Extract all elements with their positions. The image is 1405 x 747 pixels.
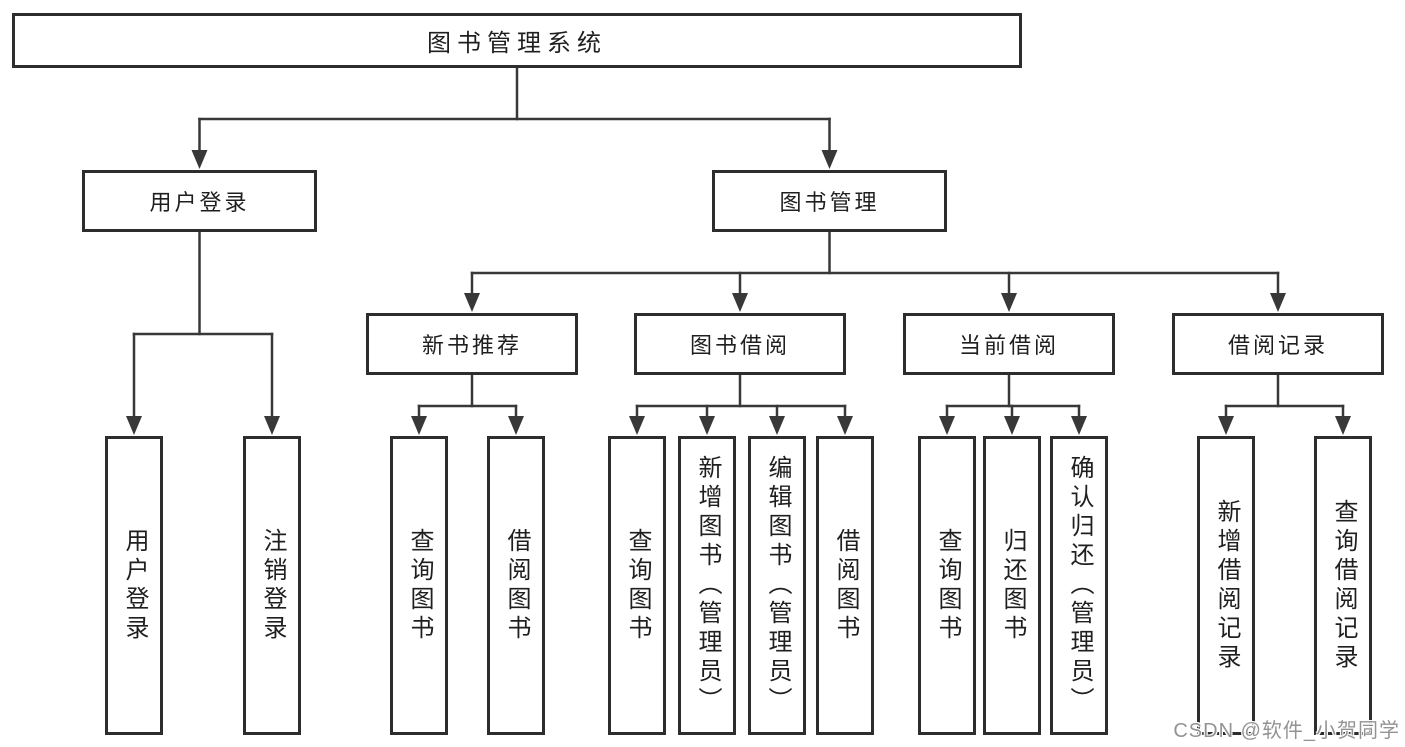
node-new-book-recommendation: 新书推荐 (366, 313, 578, 375)
node-leaf-borrow-books-2: 借阅图书 (816, 436, 874, 735)
node-book-borrowing: 图书借阅 (634, 313, 846, 375)
node-leaf-query-books-2: 查询图书 (608, 436, 666, 735)
node-leaf-edit-books-admin: 编辑图书（管理员） (748, 436, 806, 735)
node-leaf-borrow-books: 借阅图书 (487, 436, 545, 735)
node-borrowing-records: 借阅记录 (1172, 313, 1384, 375)
node-leaf-logout: 注销登录 (243, 436, 301, 735)
node-leaf-add-books-admin: 新增图书（管理员） (678, 436, 736, 735)
csdn-watermark: CSDN @软件_小贺同学 (1173, 720, 1400, 742)
node-leaf-query-books-3: 查询图书 (918, 436, 976, 735)
node-leaf-query-books: 查询图书 (390, 436, 448, 735)
node-current-borrowing: 当前借阅 (903, 313, 1115, 375)
node-leaf-user-login: 用户登录 (105, 436, 163, 735)
node-book-management: 图书管理 (712, 170, 947, 232)
node-library-management-system: 图书管理系统 (12, 13, 1022, 68)
node-leaf-return-books: 归还图书 (983, 436, 1041, 735)
node-user-login: 用户登录 (82, 170, 317, 232)
node-leaf-query-borrow-record: 查询借阅记录 (1314, 436, 1372, 735)
node-leaf-confirm-return-admin: 确认归还（管理员） (1050, 436, 1108, 735)
node-leaf-add-borrow-record: 新增借阅记录 (1197, 436, 1255, 735)
